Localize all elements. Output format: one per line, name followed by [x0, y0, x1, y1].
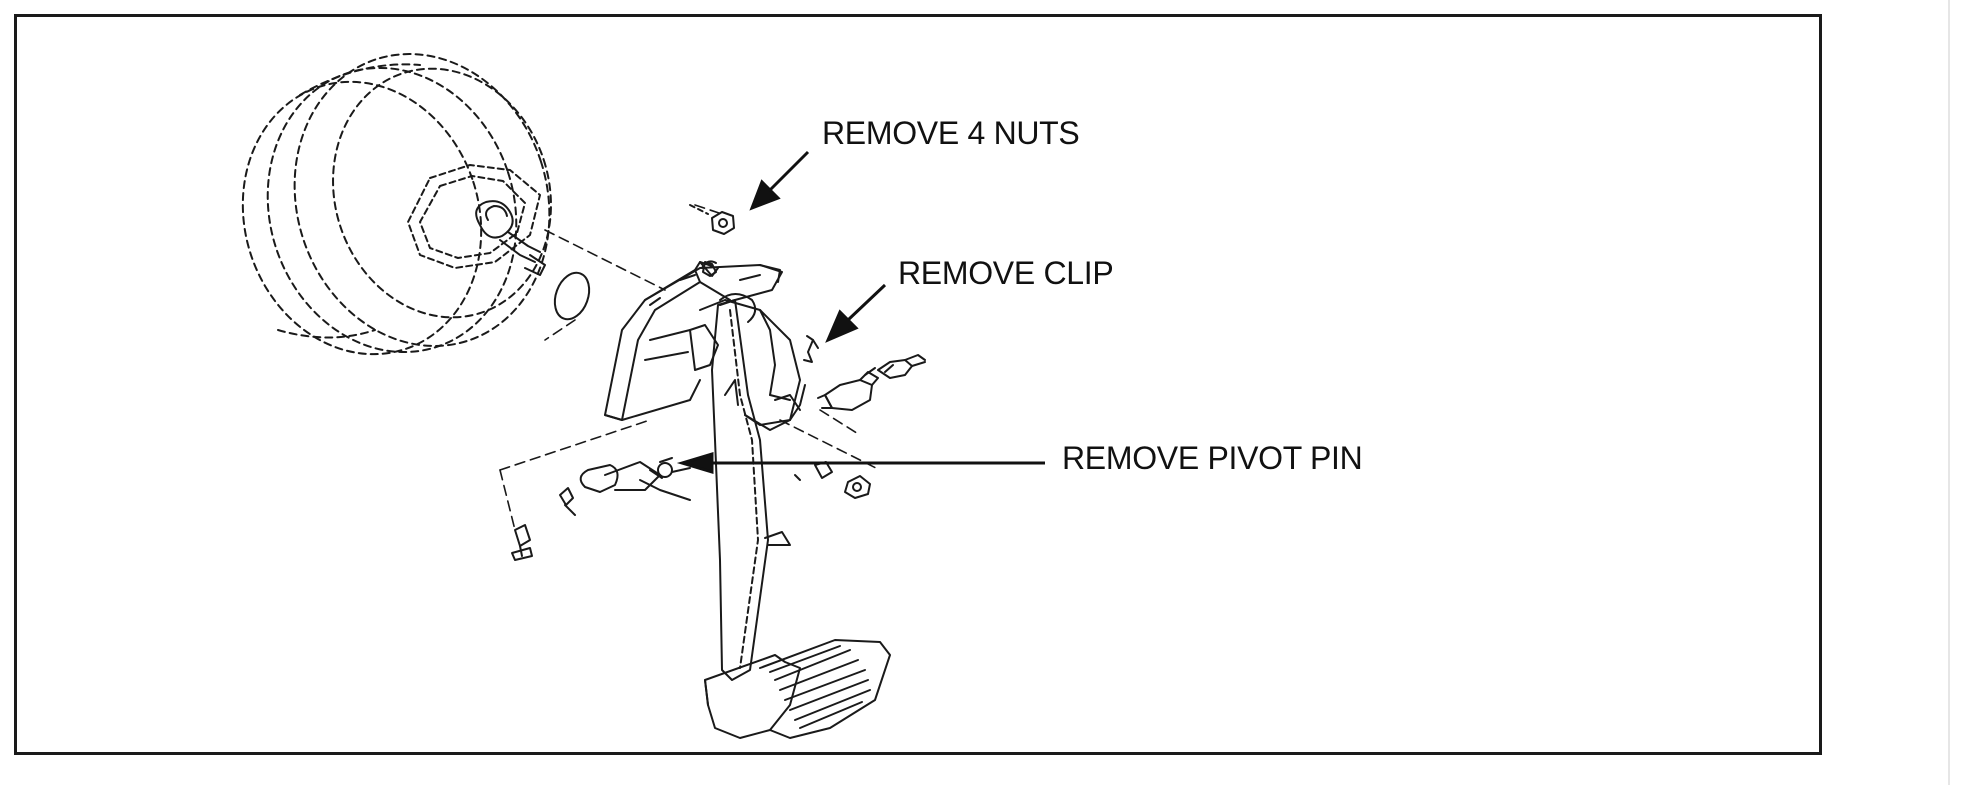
pivot-pin-assembly: [511, 457, 871, 561]
nut-part: [689, 204, 735, 235]
callout-remove-clip: REMOVE CLIP: [898, 255, 1114, 291]
arrow-remove-pivot-pin-head: [676, 451, 714, 475]
pedal-bracket: [604, 260, 806, 431]
stop-lamp-switch: [817, 354, 926, 411]
clip-part: [803, 335, 819, 363]
arrow-remove-nuts: [768, 150, 810, 192]
arrow-remove-nuts-head: [749, 179, 781, 211]
booster-mount-plate: [407, 164, 541, 269]
arrow-remove-clip: [846, 283, 887, 322]
callout-arrows: [676, 150, 1045, 475]
gasket-seal: [553, 271, 591, 321]
pedal-pad: [704, 639, 891, 739]
alignment-lines: [499, 204, 881, 531]
callout-remove-nuts: REMOVE 4 NUTS: [822, 115, 1080, 151]
diagram-frame: [14, 14, 1822, 755]
pedal-arm: [711, 299, 791, 681]
brake-booster: [241, 53, 552, 356]
push-rod: [475, 200, 546, 276]
bracket-stud: [702, 261, 717, 277]
callout-remove-pivot-pin: REMOVE PIVOT PIN: [1062, 440, 1363, 476]
arrow-remove-clip-head: [825, 309, 859, 343]
page-edge-divider: [1948, 0, 1950, 785]
